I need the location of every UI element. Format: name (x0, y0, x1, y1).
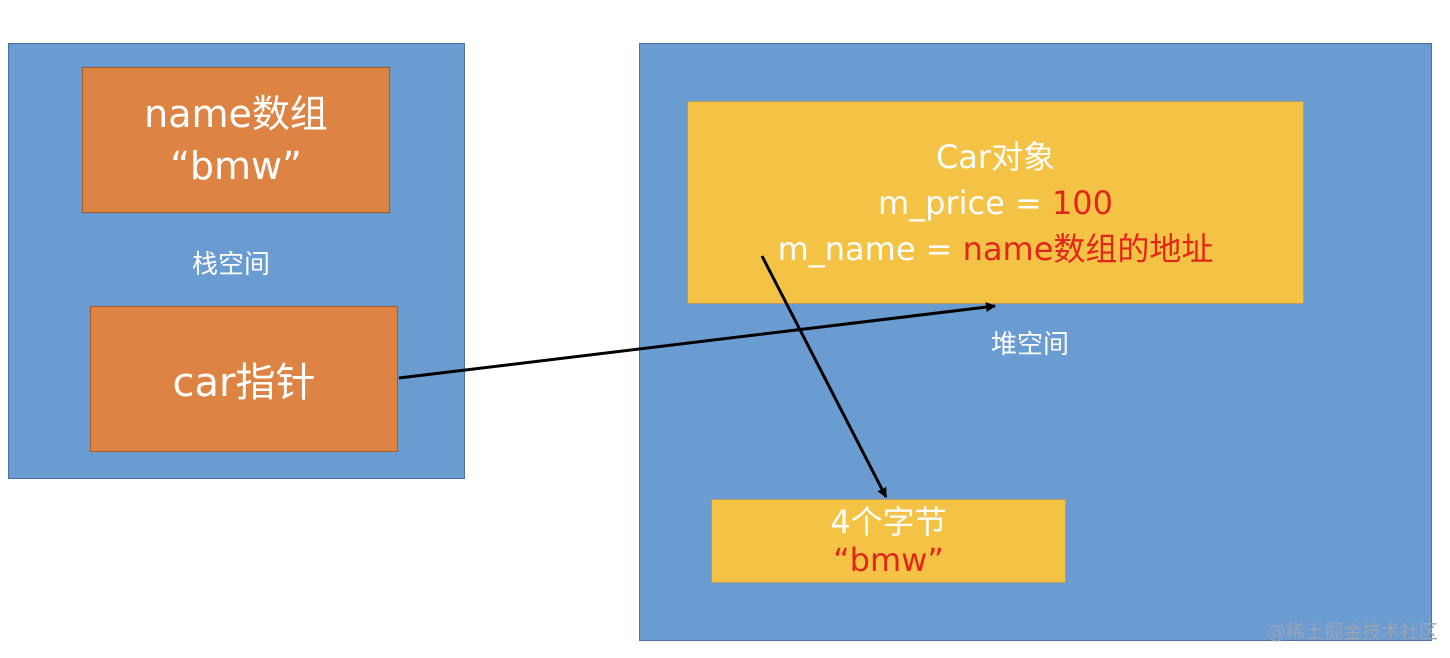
car-object-price-row: m_price = 100 (878, 180, 1113, 226)
name-array-label: name数组 (144, 92, 328, 136)
bytes-box: 4个字节 “bmw” (711, 499, 1066, 583)
stack-space-label: 栈空间 (192, 250, 271, 280)
name-array-box: name数组 “bmw” (82, 67, 390, 213)
watermark: @稀土掘金技术社区 (1266, 621, 1438, 643)
car-object-box: Car对象 m_price = 100 m_name = name数组的地址 (687, 101, 1304, 304)
price-value: 100 (1051, 183, 1114, 222)
heap-space-label: 堆空间 (991, 330, 1070, 360)
car-object-name-row: m_name = name数组的地址 (778, 226, 1214, 272)
name-key: m_name = (777, 229, 963, 268)
car-pointer-box: car指针 (90, 306, 398, 452)
name-array-value: “bmw” (170, 144, 302, 188)
car-pointer-label: car指针 (172, 360, 316, 406)
bytes-box-value: “bmw” (833, 541, 944, 579)
car-object-title: Car对象 (935, 137, 1056, 176)
name-value: name数组的地址 (962, 229, 1214, 268)
bytes-box-label: 4个字节 (830, 503, 947, 541)
price-key: m_price = (877, 183, 1052, 222)
